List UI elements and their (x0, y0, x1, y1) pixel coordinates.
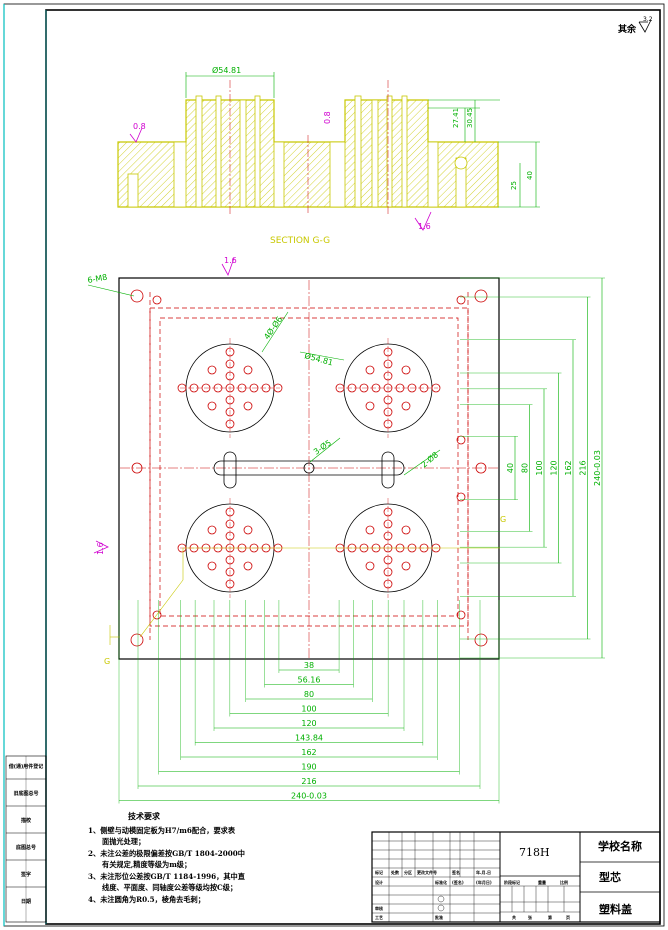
side-label-5: 签字 (20, 872, 31, 878)
side-label-6: 日期 (20, 899, 31, 905)
circle-label: 4Ø-Ø6 (261, 314, 284, 341)
hdim-label: 143.84 (295, 734, 323, 743)
section-dia-label: Ø54.81 (212, 65, 241, 75)
tb-mark: 标记 (375, 870, 383, 875)
hdim-label: 190 (301, 763, 316, 772)
tb-count: 处数 (391, 870, 399, 875)
vdim-label: 120 (550, 460, 559, 475)
tb-sign2: (签名) (452, 880, 464, 885)
hdim-label: 80 (304, 690, 314, 699)
tb-date: 年.月.日 (476, 870, 492, 875)
school-text: 学校名称 (598, 840, 642, 853)
section-rough-3: 1.6 (418, 222, 431, 231)
surface-value-text: 3.2 (643, 16, 653, 23)
tech-line-3: 2、未注公差的极限偏差按GB/T 1804-2000中 (88, 849, 245, 858)
dim-27-41: 27.41 (452, 108, 460, 128)
section-view: Ø54.81 0.8 27.41 30.45 25 40 0.8 1.6 SEC… (117, 65, 540, 246)
tb-approve: 批准 (435, 915, 443, 920)
rough-left: 1.6 (96, 542, 105, 555)
side-label-2: 旧底图总号 (13, 791, 39, 797)
tb-change-doc: 更改文件号 (417, 870, 437, 875)
tech-line-1: 1、侧壁与动模固定板为H7/m6配合，要求表 (88, 826, 236, 835)
hdim-label: 240-0.03 (291, 792, 327, 801)
vertical-dimensions: 40 80 100 120 162 216 240-0.03 (460, 277, 605, 659)
plan-view: G G 6-M8 1.6 1.6 4Ø-Ø6 Ø54.81 3-Ø5 2-Ø8 … (87, 256, 605, 804)
plan-dia-label: Ø54.81 (303, 350, 334, 367)
vdim-label: 162 (564, 460, 573, 475)
title-block (371, 831, 661, 923)
section-label: SECTION G-G (270, 236, 330, 246)
dim-30-45: 30.45 (466, 108, 474, 128)
tb-process: 工艺 (375, 915, 383, 920)
hdim-label: 120 (301, 719, 316, 728)
hdim-label: 216 (301, 777, 316, 786)
section-rough-1: 0.8 (133, 122, 146, 131)
horizontal-dimensions: 38 56.16 80 100 120 143.84 162 190 216 240-0.03 (118, 600, 500, 804)
tb-no: 第 (548, 915, 552, 920)
vdim-label: 216 (579, 460, 588, 475)
dim-25: 25 (510, 181, 518, 190)
g-mark-right: G (500, 515, 506, 524)
side-label-3: 描校 (20, 818, 31, 824)
rough-top: 1.6 (224, 256, 237, 265)
tb-review: 审核 (375, 906, 383, 911)
side-label-4: 底图总号 (15, 845, 36, 851)
tech-title: 技术要求 (128, 811, 160, 821)
rough-symbol-general: 其余 3.2 (618, 16, 653, 35)
tb-date2: (年月日) (476, 880, 492, 885)
tech-line-7: 4、未注圆角为R0.5，棱角去毛刺； (88, 895, 205, 904)
tb-stage: 阶段标记 (504, 880, 520, 885)
hdim-label: 162 (301, 748, 316, 757)
tech-line-5: 3、未注形位公差按GB/T 1184-1996，其中直 (88, 872, 245, 881)
vdim-label: 240-0.03 (593, 450, 602, 486)
slot-label-1: 3-Ø5 (311, 437, 333, 456)
assembly-text: 塑料盖 (599, 903, 632, 916)
tb-sign: 签名 (452, 870, 460, 875)
vdim-label: 100 (535, 460, 544, 475)
tech-line-6: 线度、平面度、同轴度公差等级均按C级； (102, 883, 238, 892)
hdim-label: 56.16 (298, 676, 321, 685)
dim-40: 40 (526, 171, 534, 180)
tb-sheet: 张 (528, 915, 532, 920)
tb-weight: 重量 (538, 880, 546, 885)
hdim-label: 38 (304, 661, 314, 670)
vdim-label: 40 (506, 463, 515, 473)
side-label-1: 借(通)用件登记 (8, 764, 44, 770)
hdim-label: 100 (301, 705, 316, 714)
tb-zone: 分区 (404, 870, 412, 875)
section-rough-2: 0.8 (323, 111, 332, 124)
part-text: 型芯 (599, 871, 621, 884)
side-strip (5, 755, 47, 923)
tb-design: 设计 (375, 880, 383, 885)
surface-note-text: 其余 (618, 23, 637, 35)
vdim-label: 80 (521, 463, 530, 473)
holes-label: 6-M8 (87, 273, 108, 285)
tb-sheet2: 页 (566, 915, 570, 920)
tb-scale: 比例 (560, 880, 568, 885)
tech-line-4: 有关规定,精度等级为m级； (102, 860, 192, 869)
material-text: 718H (519, 846, 550, 859)
tb-std: 标准化 (435, 880, 447, 885)
g-mark-bottom: G (104, 657, 110, 666)
tech-line-2: 面抛光处理； (102, 837, 146, 846)
tb-total: 共 (512, 915, 516, 920)
